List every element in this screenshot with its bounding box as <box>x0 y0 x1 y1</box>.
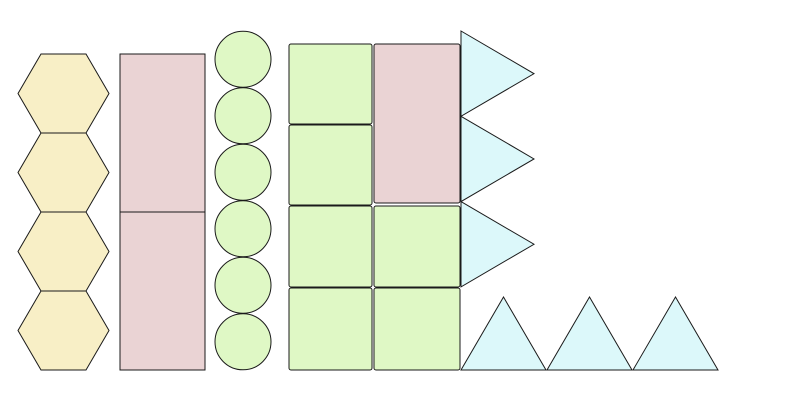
green-square <box>288 287 373 371</box>
green-square <box>288 124 373 206</box>
triangle-right <box>460 30 535 118</box>
green-square <box>373 287 461 371</box>
circle <box>214 200 272 258</box>
hexagon <box>17 53 110 134</box>
triangle-up <box>546 296 633 371</box>
circle <box>214 87 272 145</box>
triangle-up <box>632 296 719 371</box>
circle <box>214 143 272 201</box>
hexagon <box>17 132 110 213</box>
hexagon <box>17 211 110 292</box>
green-square <box>288 205 373 288</box>
triangle-right <box>460 200 535 288</box>
circle <box>214 313 272 371</box>
rectangle <box>119 211 206 371</box>
hexagon <box>17 290 110 371</box>
triangle-right <box>460 115 535 203</box>
triangle-up <box>460 296 547 371</box>
circle <box>214 30 272 88</box>
green-square <box>373 205 461 288</box>
circle <box>214 256 272 314</box>
pink-tall-rectangle <box>373 43 461 204</box>
rectangle <box>119 53 206 213</box>
green-square <box>288 43 373 125</box>
